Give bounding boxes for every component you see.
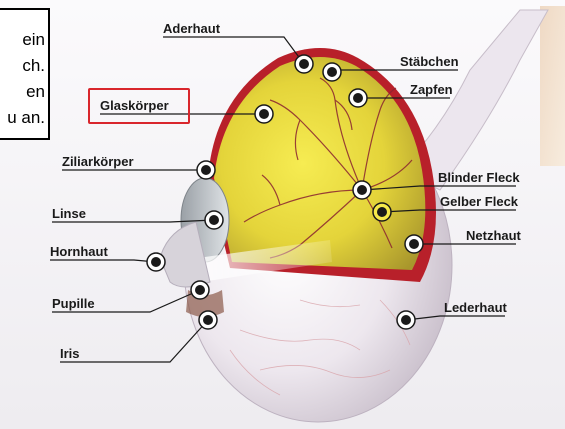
label-hornhaut: Hornhaut <box>50 244 108 259</box>
label-netzhaut: Netzhaut <box>466 228 522 243</box>
label-pupille: Pupille <box>52 296 95 311</box>
note-line-2: ch. <box>22 56 45 76</box>
note-line-4: u an. <box>7 108 45 128</box>
label-ziliarkoerper: Ziliarkörper <box>62 154 134 169</box>
right-photo-strip <box>540 6 565 166</box>
label-aderhaut: Aderhaut <box>163 21 221 36</box>
note-box: ein ch. en u an. <box>0 8 50 140</box>
label-linse: Linse <box>52 206 86 221</box>
highlight-box-glaskoerper <box>88 88 190 124</box>
label-lederhaut: Lederhaut <box>444 300 508 315</box>
note-line-3: en <box>26 82 45 102</box>
label-staebchen: Stäbchen <box>400 54 459 69</box>
label-blinder-fleck: Blinder Fleck <box>438 170 520 185</box>
label-zapfen: Zapfen <box>410 82 453 97</box>
label-iris: Iris <box>60 346 80 361</box>
note-line-1: ein <box>22 30 45 50</box>
label-gelber-fleck: Gelber Fleck <box>440 194 519 209</box>
